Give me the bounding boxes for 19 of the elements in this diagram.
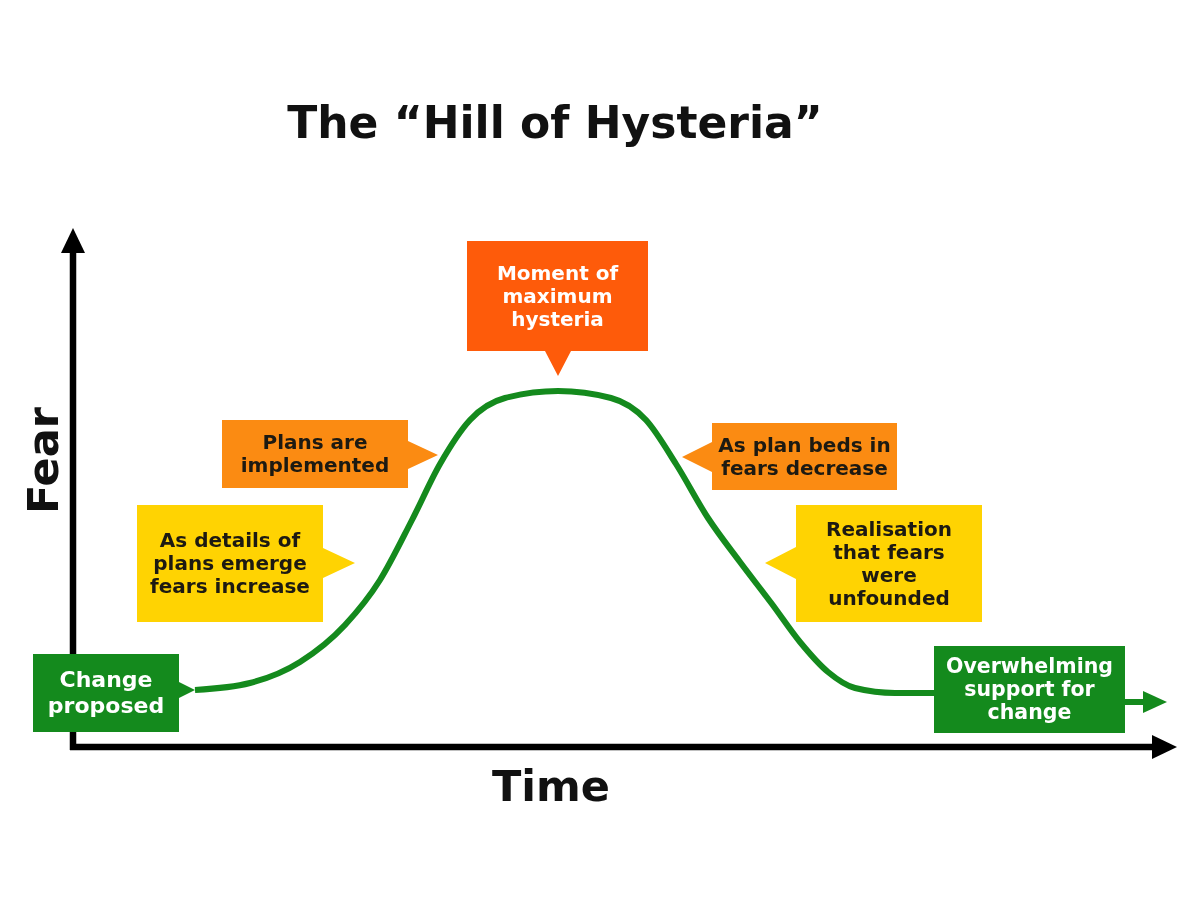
callout-text: Moment of maximum hysteria <box>496 261 619 331</box>
callout <box>934 646 1125 733</box>
callout-text: As details of plans emerge fears increase <box>149 529 311 598</box>
callout <box>682 423 897 490</box>
callout <box>765 505 982 622</box>
callout-text: Plans are implemented <box>240 431 390 477</box>
axis-title: Fear <box>22 406 66 514</box>
callout <box>137 505 355 622</box>
title: The “Hill of Hysteria” <box>287 101 823 145</box>
callout-text: Overwhelming support for change <box>945 655 1114 724</box>
axis-title: Time <box>491 764 610 808</box>
callout <box>467 241 648 376</box>
callout-text: As plan beds in fears decrease <box>717 433 892 480</box>
callout-text: Change proposed <box>47 667 165 719</box>
callout-text: Realisation that fears were unfounded <box>825 517 953 610</box>
arrow <box>1125 691 1167 713</box>
callout <box>222 420 438 488</box>
callout <box>33 654 195 732</box>
curve-line <box>194 388 934 696</box>
